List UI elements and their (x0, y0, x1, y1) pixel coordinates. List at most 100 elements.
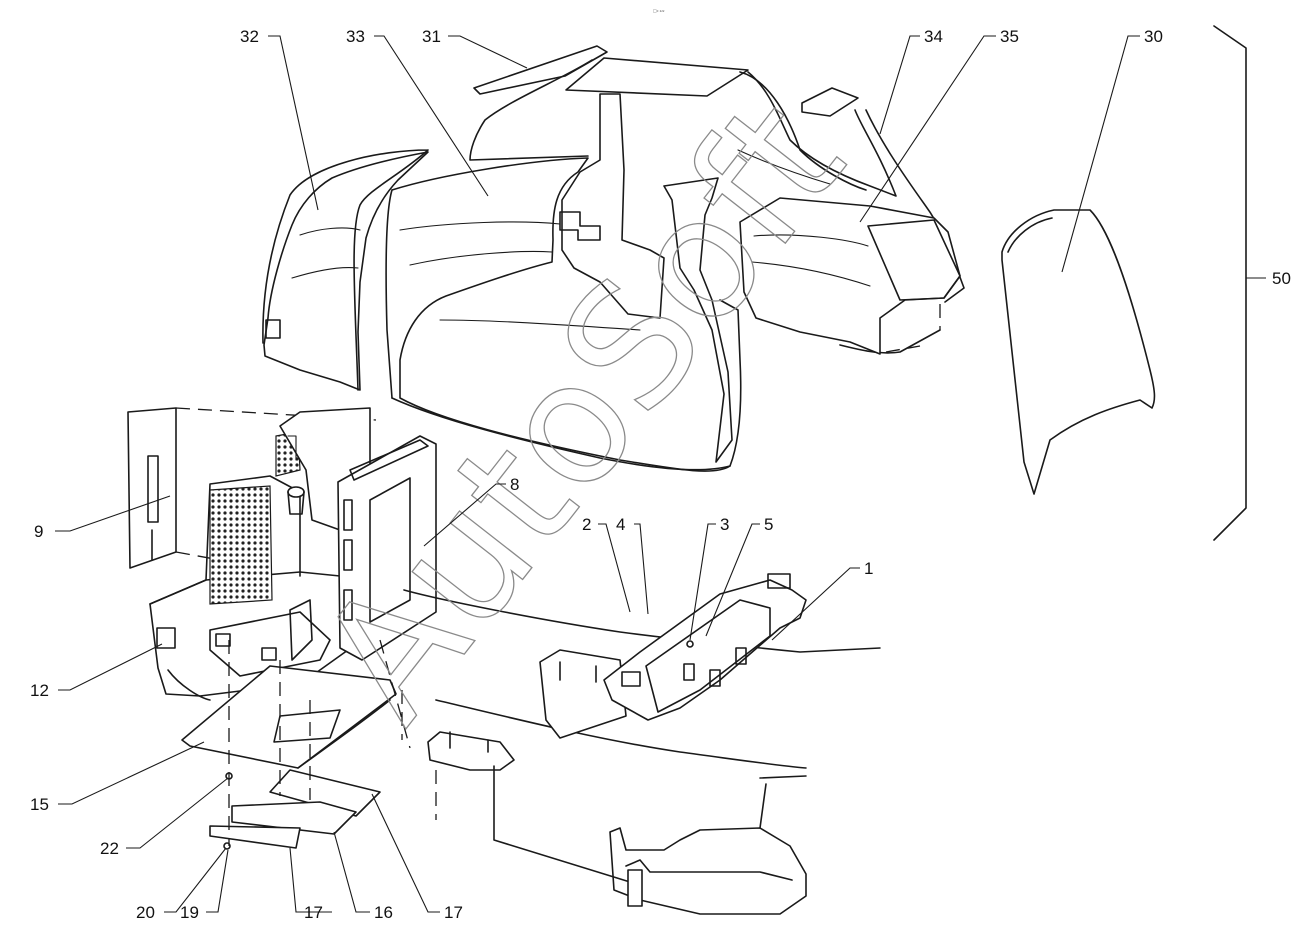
fender-right-upper (747, 71, 897, 197)
leader-3 (689, 523, 716, 641)
fender-right-contour (737, 149, 831, 185)
callout-31: 31 (422, 27, 441, 46)
hood-panel (385, 157, 742, 472)
fender-left-lamp (265, 319, 281, 339)
callout-16: 16 (374, 903, 393, 922)
leader-5 (705, 523, 760, 637)
callout-5: 5 (764, 515, 773, 534)
leader-16 (333, 831, 370, 913)
callout-2: 2 (582, 515, 591, 534)
rear-box-lines (751, 234, 871, 287)
callout-50: 50 (1272, 269, 1291, 288)
rear-box-hidden (885, 304, 941, 353)
cover-plate-16 (231, 801, 357, 835)
leader-8 (423, 483, 506, 547)
callout-22: 22 (100, 839, 119, 858)
step-bracket-ribs (449, 731, 489, 753)
tray-curve (167, 669, 211, 701)
battery-compartment-group (127, 407, 437, 701)
step-link-line (493, 765, 631, 883)
hood-contour (399, 221, 641, 331)
mount-boss-right (261, 647, 277, 661)
callout-34: 34 (924, 27, 943, 46)
footwell-shell (609, 827, 807, 915)
fastener-axes (228, 640, 311, 846)
callout-35: 35 (1000, 27, 1019, 46)
callout-9: 9 (34, 522, 43, 541)
side-cover-inner-edge (1007, 217, 1053, 253)
callout-33: 33 (346, 27, 365, 46)
callout-32: 32 (240, 27, 259, 46)
floor-plate-15-cutout (273, 709, 341, 743)
body-lower-edge (391, 397, 731, 471)
mount-bracket-holes (683, 647, 747, 687)
leader-1 (771, 567, 860, 641)
cab-body-panels (262, 45, 965, 472)
callout-leaders (55, 35, 1266, 913)
leader-17-upper (371, 793, 440, 913)
header-note: □₀ ₂₂₂ (653, 8, 665, 13)
radiator-mesh (209, 485, 273, 605)
mount-boss-rear (767, 573, 791, 589)
crossmember-slots (559, 661, 597, 683)
access-window-12 (156, 627, 176, 649)
footwell-upper (759, 775, 807, 829)
bulkhead-panel-8-window (369, 477, 411, 623)
leader-33 (374, 35, 489, 197)
leader-31 (448, 35, 528, 69)
inner-bracket (289, 599, 313, 661)
callout-3: 3 (720, 515, 729, 534)
leader-9 (55, 495, 171, 532)
leader-35 (859, 35, 996, 223)
callout-12: 12 (30, 681, 49, 700)
floor-plates (181, 640, 397, 850)
callout-17-upper: 17 (444, 903, 463, 922)
leader-19 (206, 849, 229, 913)
callout-1: 1 (864, 559, 873, 578)
leader-12 (58, 643, 163, 691)
bulkhead-slots (343, 499, 353, 621)
frame-rail-upper (403, 589, 881, 653)
mount-bracket-plate-5 (645, 599, 771, 713)
callout-30: 30 (1144, 27, 1163, 46)
battery-box-frame (149, 475, 301, 605)
fender-left (263, 151, 429, 391)
callout-8: 8 (510, 475, 519, 494)
footwell-edge (625, 859, 793, 881)
cover-plate-17-lower (209, 825, 301, 849)
rear-box-end (867, 219, 961, 301)
mount-boss-left (215, 633, 231, 647)
side-panel-9-slot (147, 455, 159, 561)
leader-17-lower (289, 847, 332, 913)
leader-32 (268, 35, 319, 211)
bulkhead-top-flange (349, 439, 429, 481)
hood-latch (559, 211, 601, 241)
leader-2 (598, 523, 631, 613)
step-hidden-lines (379, 639, 437, 820)
footwell-clip (627, 869, 643, 907)
roof-panel-right (801, 87, 859, 117)
leader-15 (58, 741, 205, 805)
housing-detail (287, 435, 297, 461)
leader-30 (1061, 35, 1140, 273)
leader-20 (164, 847, 227, 913)
leader-22 (126, 777, 229, 849)
frame-crossmember (539, 649, 627, 739)
assembly-brace-50 (1213, 25, 1247, 541)
callout-4: 4 (616, 515, 625, 534)
callout-labels: 32 33 31 34 35 30 50 9 8 2 4 3 5 1 12 15… (30, 27, 1291, 922)
inner-tray (209, 611, 331, 677)
floor-plate-15 (181, 665, 397, 769)
bulkhead-panel-8 (337, 435, 437, 661)
callout-20: 20 (136, 903, 155, 922)
rear-fender-inner (663, 177, 733, 463)
leader-4 (634, 523, 649, 615)
roof-panel-center (565, 57, 749, 97)
callout-19: 19 (180, 903, 199, 922)
chassis-frame (379, 573, 881, 915)
center-pillar (561, 93, 665, 319)
mount-boss-front (621, 671, 641, 687)
mount-bracket-1 (603, 579, 807, 721)
filler-neck (287, 491, 305, 515)
